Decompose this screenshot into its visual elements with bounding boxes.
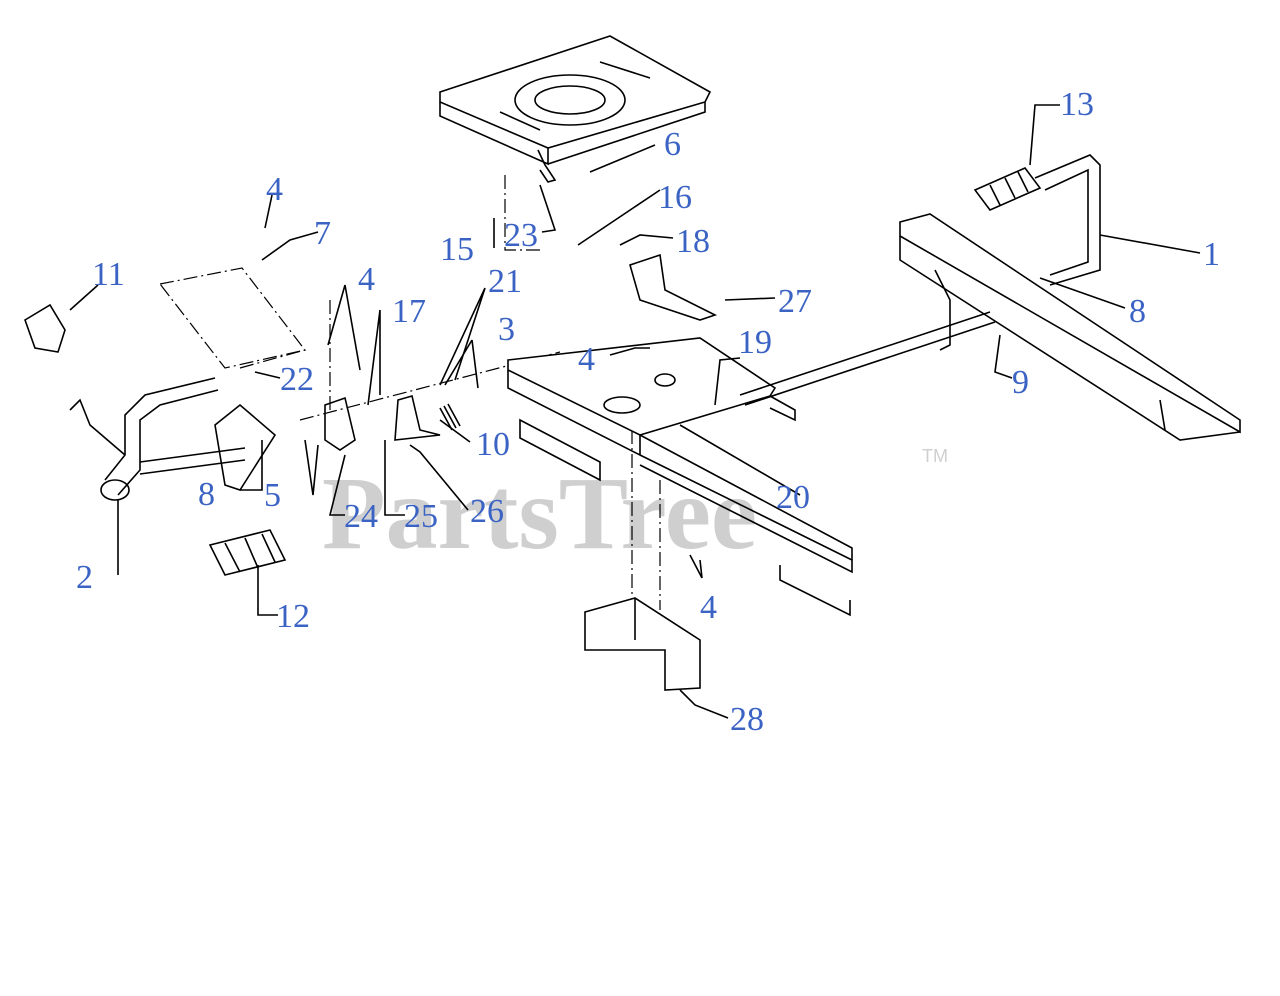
callout-10: 10 [476,426,510,463]
drive-shaft [739,311,996,406]
leader-lines [69,104,1201,719]
bracket-24-25-26 [324,395,441,451]
callout-25: 25 [404,498,438,535]
watermark-text: PartsTree [322,456,757,571]
spring-10 [439,403,461,431]
callout-5: 5 [264,477,281,514]
callout-4-center: 4 [578,341,595,378]
callout-1: 1 [1203,236,1220,273]
callout-4-bottom: 4 [700,589,717,626]
callout-16: 16 [658,179,692,216]
seat-mounting-plate [439,35,712,183]
watermark: PartsTree TM [322,446,948,571]
callout-labels: 1 2 3 4 4 4 4 5 6 7 8 8 9 10 11 12 13 15… [76,86,1220,738]
foot-pad-12 [208,529,287,576]
callout-11: 11 [92,256,125,293]
callout-2: 2 [76,559,93,596]
callout-21: 21 [488,263,522,300]
callout-22: 22 [280,361,314,398]
foot-pad-13 [973,167,1042,211]
callout-23: 23 [504,217,538,254]
callout-17: 17 [392,293,426,330]
callout-12: 12 [276,598,310,635]
right-frame-rail [899,213,1241,441]
callout-8-left: 8 [198,476,215,513]
callout-4-top: 4 [266,171,283,208]
callout-18: 18 [676,223,710,260]
callout-3: 3 [498,311,515,348]
rear-bar [1034,154,1101,286]
watermark-trademark: TM [922,446,948,466]
main-frame [507,337,853,617]
callout-6: 6 [664,126,681,163]
callout-4-left: 4 [358,261,375,298]
steering-bar [69,377,246,501]
callout-28: 28 [730,701,764,738]
callout-24: 24 [344,498,378,535]
callout-26: 26 [470,493,504,530]
callout-7: 7 [314,215,331,252]
foot-pad-11 [24,303,66,353]
quadrant-plate [214,403,277,491]
callout-15: 15 [440,231,474,268]
callout-27: 27 [778,283,812,320]
callout-20: 20 [776,479,810,516]
bracket-27 [629,253,718,321]
callout-19: 19 [738,324,772,361]
callout-9: 9 [1012,364,1029,401]
callout-8-right: 8 [1129,293,1146,330]
callout-13: 13 [1060,86,1094,123]
deflector-shield [584,597,701,691]
